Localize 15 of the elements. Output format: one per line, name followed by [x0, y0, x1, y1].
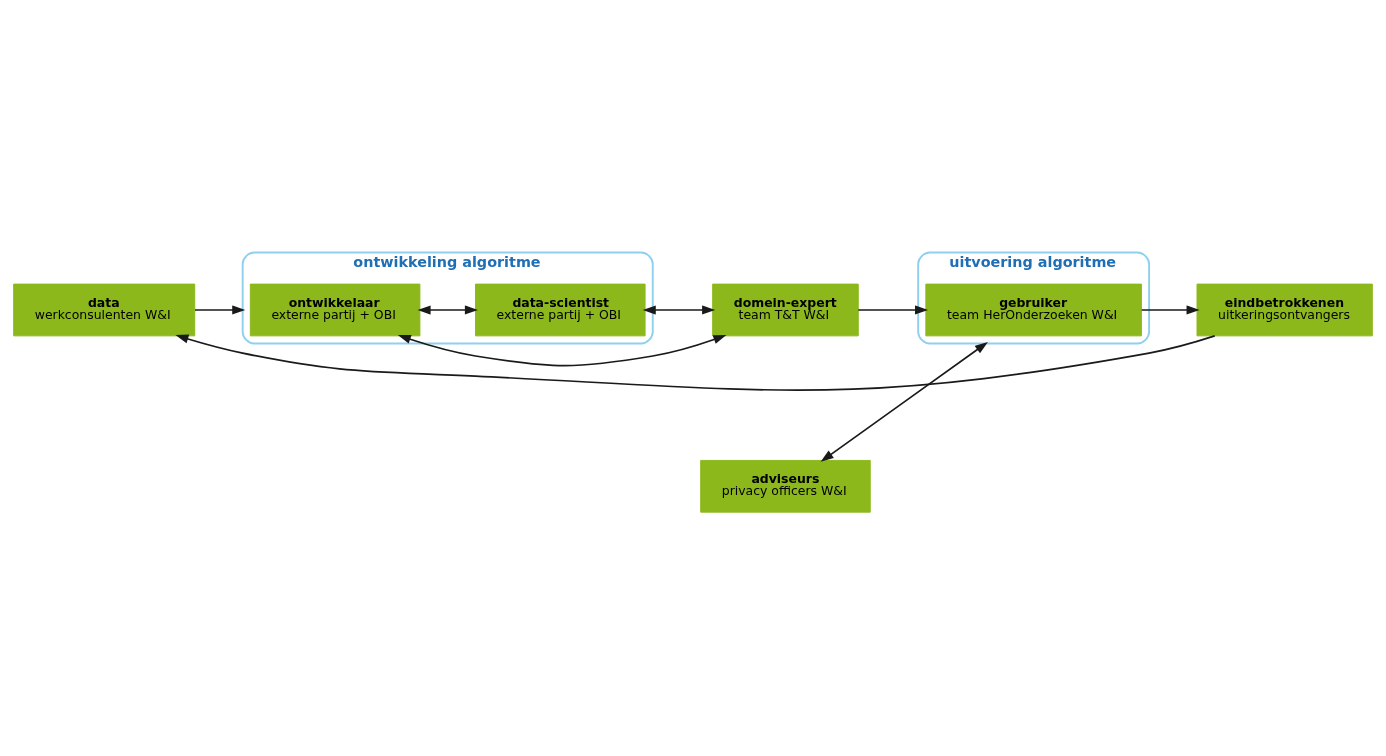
arrow — [1140, 304, 1200, 315]
node-box: data werkconsulenten W&I — [13, 283, 196, 336]
node-box: adviseurs privacy officers W&I — [700, 459, 871, 513]
node-box: eindbetrokkenen uitkeringsontvangers — [1196, 283, 1373, 336]
arrow — [642, 304, 716, 315]
arrow — [857, 304, 929, 315]
node-box: data-scientist externe partij + OBI — [475, 283, 646, 336]
node-box: gebruiker team HerOnderzoeken W&I — [925, 283, 1142, 336]
arrow — [417, 304, 478, 315]
arrow — [175, 334, 1216, 391]
node-box: ontwikkelaar externe partij + OBI — [249, 283, 421, 336]
arrow — [194, 304, 246, 315]
node-box: domein-expert team T&T W&I — [712, 283, 859, 336]
arrow — [397, 334, 727, 366]
arrow — [820, 341, 988, 462]
